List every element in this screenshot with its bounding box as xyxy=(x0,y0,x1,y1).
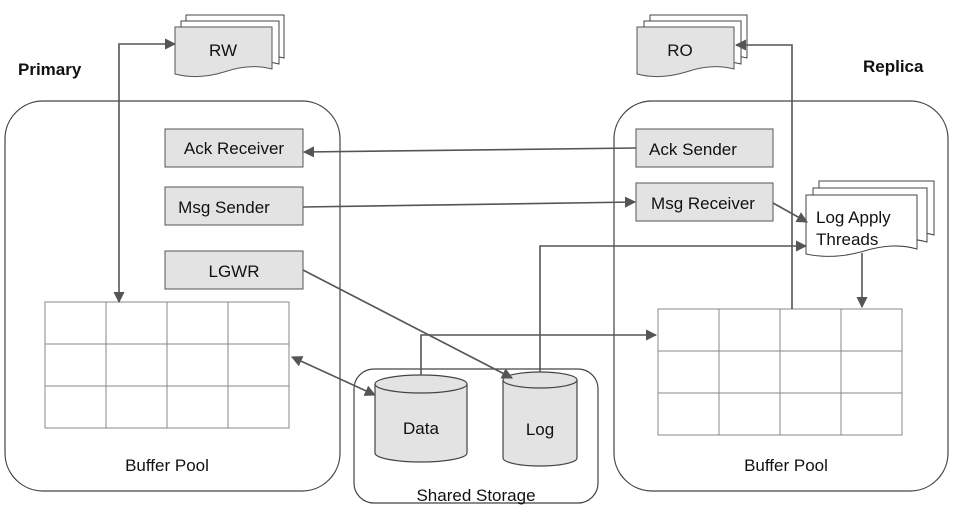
lgwr-to-log-connector xyxy=(302,269,513,379)
replica-buffer-pool-grid xyxy=(657,308,903,436)
log-label: Log xyxy=(526,420,554,439)
buffer-pool-data-connector xyxy=(290,356,377,396)
msg-sender-label: Msg Sender xyxy=(178,198,270,217)
data-label: Data xyxy=(403,419,439,438)
ack-receiver-label: Ack Receiver xyxy=(184,139,284,158)
lgwr-box: LGWR xyxy=(164,250,304,290)
replica-buffer-pool-label: Buffer Pool xyxy=(744,456,828,475)
msg-receiver-box: Msg Receiver xyxy=(635,182,774,222)
msg-sender-box: Msg Sender xyxy=(164,186,304,226)
lgwr-label: LGWR xyxy=(209,262,260,281)
rw-buffer-pool-connector xyxy=(113,38,177,304)
replica-title: Replica xyxy=(863,57,924,76)
primary-buffer-pool-label: Buffer Pool xyxy=(125,456,209,475)
log-to-log-apply-connector xyxy=(539,240,808,372)
data-to-replica-pool-connector xyxy=(420,329,658,375)
msg-receiver-to-log-apply-connector xyxy=(772,202,808,223)
log-apply-label-line2: Threads xyxy=(816,230,878,249)
shared-storage-label: Shared Storage xyxy=(416,486,535,505)
ro-label: RO xyxy=(667,41,693,60)
replica-pool-to-ro-connector xyxy=(734,39,793,309)
ro-document-stack: RO xyxy=(636,14,748,78)
log-apply-label-line1: Log Apply xyxy=(816,208,891,227)
primary-buffer-pool-grid xyxy=(44,301,290,429)
ack-sender-label: Ack Sender xyxy=(649,140,737,159)
log-cylinder: Log xyxy=(502,371,578,467)
rw-label: RW xyxy=(209,41,237,60)
log-apply-threads-stack: Log Apply Threads xyxy=(805,180,935,257)
msg-receiver-label: Msg Receiver xyxy=(651,194,755,213)
data-cylinder: Data xyxy=(374,374,468,463)
ack-connector xyxy=(302,146,637,158)
msg-connector xyxy=(302,196,637,208)
ack-receiver-box: Ack Receiver xyxy=(164,128,304,168)
primary-title: Primary xyxy=(18,60,82,79)
rw-document-stack: RW xyxy=(174,14,285,78)
ack-sender-box: Ack Sender xyxy=(635,128,774,168)
